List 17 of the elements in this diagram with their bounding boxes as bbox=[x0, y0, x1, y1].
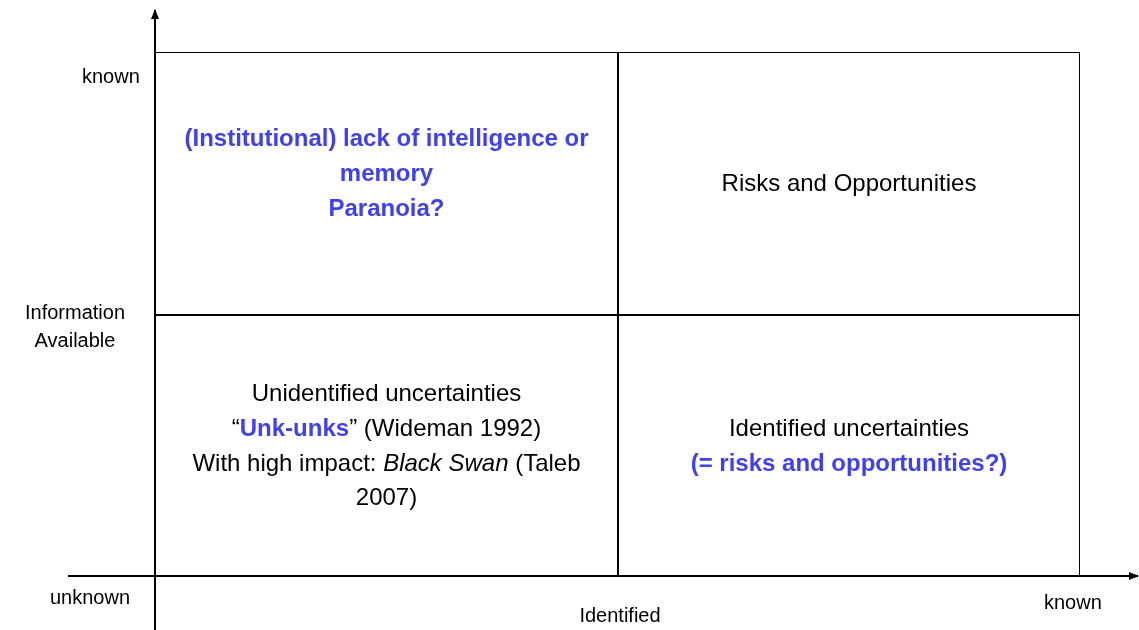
quadrant-text: Paranoia? bbox=[328, 192, 445, 223]
axis-label: Information Available bbox=[23, 300, 127, 353]
axis-label: Identified bbox=[578, 603, 662, 628]
quadrant-text: “Unk-unks” (Wideman 1992) bbox=[231, 412, 542, 443]
quadrant-box bbox=[618, 315, 1080, 576]
quadrant-text: (= risks and opportunities?) bbox=[690, 447, 1008, 478]
quadrant-box bbox=[155, 52, 618, 315]
axis-label: known bbox=[1044, 590, 1102, 615]
quadrant-text: (Institutional) lack of intelligence or memory bbox=[183, 123, 590, 189]
quadrant-text: Unidentified uncertainties bbox=[251, 377, 522, 408]
axis-label: unknown bbox=[50, 585, 131, 610]
quadrant-text: Risks and Opportunities bbox=[721, 168, 977, 199]
quadrant-box bbox=[618, 52, 1080, 315]
quadrant-text: With high impact: Black Swan (Taleb 2007) bbox=[191, 447, 582, 513]
axis-label: known bbox=[82, 64, 140, 89]
quadrant-box bbox=[155, 315, 618, 576]
quadrant-text: Identified uncertainties bbox=[728, 412, 970, 443]
